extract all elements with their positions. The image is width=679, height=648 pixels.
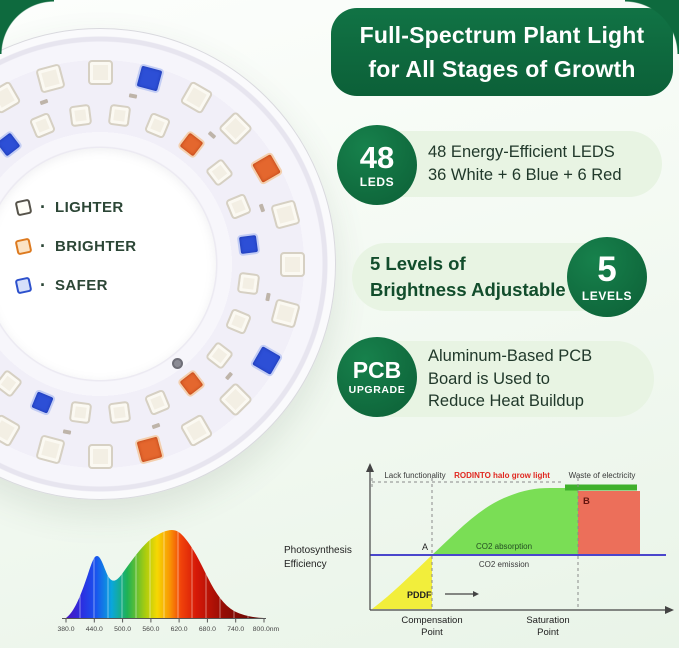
point-a-label: A <box>422 542 428 552</box>
spectrum-tick-label: 800.0nm <box>253 626 280 633</box>
green-bar <box>565 484 637 491</box>
spectrum-chart: 380.0 440.0 500.0 560.0 620.0 680.0 740.… <box>57 530 280 633</box>
red-region <box>578 491 640 555</box>
feature-pcb-text-3: Reduce Heat Buildup <box>428 392 584 411</box>
feature-levels-text-1: 5 Levels of <box>370 253 466 275</box>
spectrum-tick-label: 740.0 <box>227 626 244 633</box>
badge-caption: LEDS <box>359 174 395 189</box>
led-legend: · LIGHTER · BRIGHTER · SAFER <box>14 197 137 315</box>
led-chip-white <box>107 103 132 128</box>
spectrum-fill <box>66 530 264 618</box>
feature-pcb-text-1: Aluminum-Based PCB <box>428 346 593 365</box>
corner-decoration-left <box>0 0 54 54</box>
corner-decoration-right <box>625 0 679 54</box>
dashed-guides <box>371 478 579 609</box>
annotation-waste: Waste of electricity <box>569 471 636 480</box>
axes <box>369 468 668 611</box>
ring-screw <box>172 358 183 369</box>
badge-number: PCB <box>352 356 402 383</box>
efficiency-chart: Lack functionality RODINTO halo grow lig… <box>284 463 674 638</box>
y-axis-label-2: Efficiency <box>284 559 327 570</box>
pddf-label: PDDF <box>407 590 432 600</box>
co2-emission-label: CO2 emission <box>479 560 529 569</box>
feature-leds-badge: 48 LEDS <box>337 125 417 205</box>
led-chip-white <box>68 103 93 128</box>
x-axis-arrow <box>665 606 674 614</box>
banner: Full-Spectrum Plant Light for All Stages… <box>331 8 673 96</box>
legend-bullet: · <box>40 197 46 217</box>
legend-label: BRIGHTER <box>55 237 137 255</box>
spectrum-ticks <box>65 618 265 623</box>
spectrum-tick-label: 680.0 <box>199 626 216 633</box>
led-chip-white <box>68 400 93 425</box>
pddf-arrow-head <box>473 591 479 597</box>
white-led-icon <box>14 198 33 216</box>
spectrum-tick-label: 620.0 <box>171 626 188 633</box>
green-region <box>432 488 578 555</box>
saturation-point-label-1: Saturation <box>526 615 569 626</box>
yellow-region <box>372 555 432 609</box>
legend-item-safer: · SAFER <box>14 275 137 295</box>
y-axis-label-1: Photosynthesis <box>284 545 352 556</box>
legend-item-lighter: · LIGHTER <box>14 197 137 217</box>
banner-line1: Full-Spectrum Plant Light <box>359 21 645 48</box>
led-chip-white <box>279 251 305 277</box>
legend-bullet: · <box>40 236 46 256</box>
blue-led-icon <box>14 276 33 294</box>
led-chip-white <box>87 443 113 469</box>
legend-bullet: · <box>40 275 46 295</box>
spectrum-tick-label: 500.0 <box>114 626 131 633</box>
badge-caption: LEVELS <box>581 288 633 303</box>
led-chip-white <box>87 59 113 85</box>
banner-line2: for All Stages of Growth <box>368 56 636 82</box>
spectrum-tick-label: 380.0 <box>57 626 74 633</box>
legend-label: LIGHTER <box>55 198 124 216</box>
spectrum-tick-label: 440.0 <box>86 626 103 633</box>
point-b-label: B <box>583 496 590 507</box>
led-chip-white <box>236 271 261 296</box>
feature-levels-badge: 5 LEVELS <box>567 237 647 317</box>
ring-hole <box>0 148 216 380</box>
y-axis-arrow <box>366 463 374 472</box>
led-chip-white <box>107 400 132 425</box>
feature-leds-text-2: 36 White + 6 Blue + 6 Red <box>428 166 622 184</box>
compensation-point-label-1: Compensation <box>401 615 462 626</box>
compensation-point-label-2: Point <box>421 627 443 638</box>
led-ring <box>0 28 336 500</box>
feature-pcb-text-2: Board is Used to <box>428 369 550 388</box>
annotation-rodinto: RODINTO halo grow light <box>454 471 550 480</box>
annotation-lack-functionality: Lack functionality <box>384 471 445 480</box>
feature-levels-text-2: Brightness Adjustable <box>370 279 566 300</box>
orange-led-icon <box>14 237 33 255</box>
feature-leds-text-1: 48 Energy-Efficient LEDS <box>428 143 615 162</box>
saturation-point-label-2: Point <box>537 627 559 638</box>
spectrum-tick-label: 560.0 <box>142 626 159 633</box>
badge-number: 5 <box>597 249 617 289</box>
feature-pcb-badge: PCB UPGRADE <box>337 337 417 417</box>
badge-caption: UPGRADE <box>348 383 406 396</box>
badge-number: 48 <box>359 139 395 175</box>
led-chip-blue <box>236 232 261 257</box>
legend-label: SAFER <box>55 276 108 294</box>
co2-absorption-label: CO2 absorption <box>476 542 532 551</box>
legend-item-brighter: · BRIGHTER <box>14 236 137 256</box>
